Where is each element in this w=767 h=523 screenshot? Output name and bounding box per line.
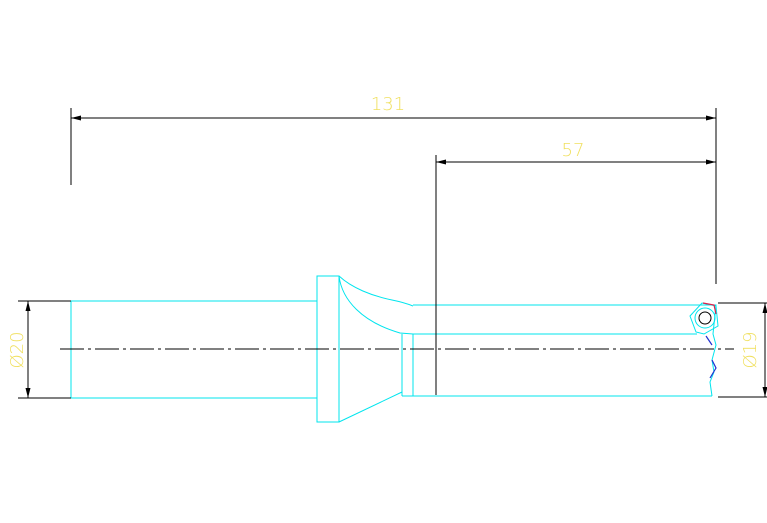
insert-screw-inner [698,311,712,325]
body-transition-lower [338,391,403,423]
cutting-diameter-dimension [718,302,767,398]
flute-length-dimension [435,155,716,395]
insert-body [689,302,719,335]
cutting-diameter-label: Ø19 [740,331,761,368]
overall-length-label: 131 [371,94,405,115]
shank-diameter-dimension [18,300,71,399]
flute-curve [338,275,414,335]
insert-pocket [702,304,717,397]
overall-length-dimension [70,108,717,284]
shank-diameter-label: Ø20 [7,331,28,368]
drill-outline [70,275,719,423]
insert-edge-red [702,302,717,315]
body-transition-upper [338,275,414,307]
flute-length-label: 57 [562,140,585,161]
insert-screw-outer [694,307,716,329]
insert-edge-blue-2 [709,359,717,379]
insert-edge-blue-1 [705,335,713,346]
